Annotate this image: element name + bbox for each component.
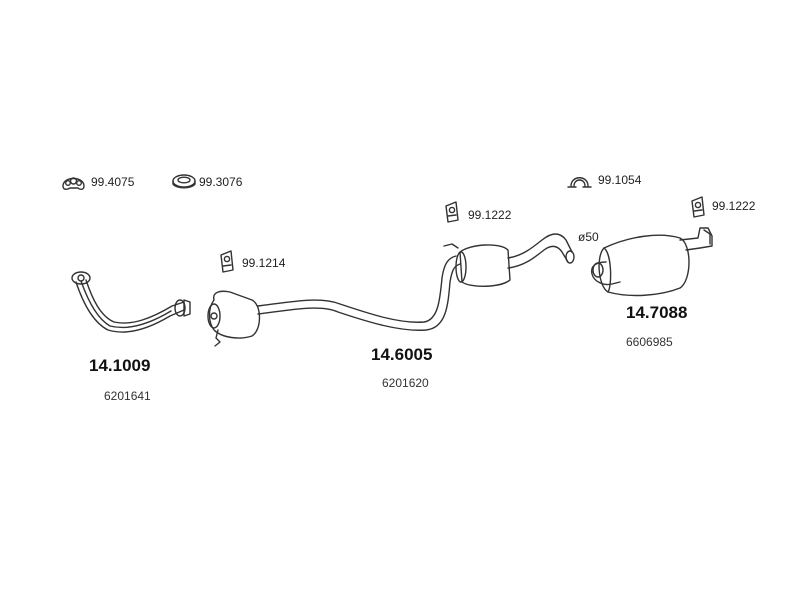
- rubber-hanger-icon: [691, 196, 705, 218]
- pipe-clamp-icon: [567, 177, 592, 188]
- oe-number-rear-muffler: 6606985: [626, 335, 673, 349]
- diameter-label: ø50: [578, 230, 599, 244]
- sealing-ring-icon: [172, 174, 196, 189]
- part-number-rear-muffler: 14.7088: [626, 303, 688, 322]
- hardware-code-flange-gasket: 99.4075: [91, 175, 135, 189]
- oe-number-center-pipe: 6201620: [382, 376, 429, 390]
- flange-gasket-icon: [62, 177, 85, 191]
- hardware-code-hanger-center: 99.1222: [468, 208, 512, 222]
- center-pipe-muffler-icon: [207, 233, 575, 347]
- hardware-code-hanger-rear: 99.1222: [712, 199, 756, 213]
- hardware-code-hanger-front: 99.1214: [242, 256, 286, 270]
- rubber-hanger-icon: [445, 201, 459, 223]
- hardware-code-sealing-ring: 99.3076: [199, 175, 243, 189]
- rubber-hanger-icon: [220, 250, 234, 273]
- oe-number-front-pipe: 6201641: [104, 389, 151, 403]
- hardware-code-pipe-clamp: 99.1054: [598, 173, 642, 187]
- rear-muffler-icon: [590, 227, 713, 297]
- part-number-front-pipe: 14.1009: [89, 356, 151, 375]
- part-number-center-pipe: 14.6005: [371, 345, 433, 364]
- front-pipe-icon: [71, 271, 191, 333]
